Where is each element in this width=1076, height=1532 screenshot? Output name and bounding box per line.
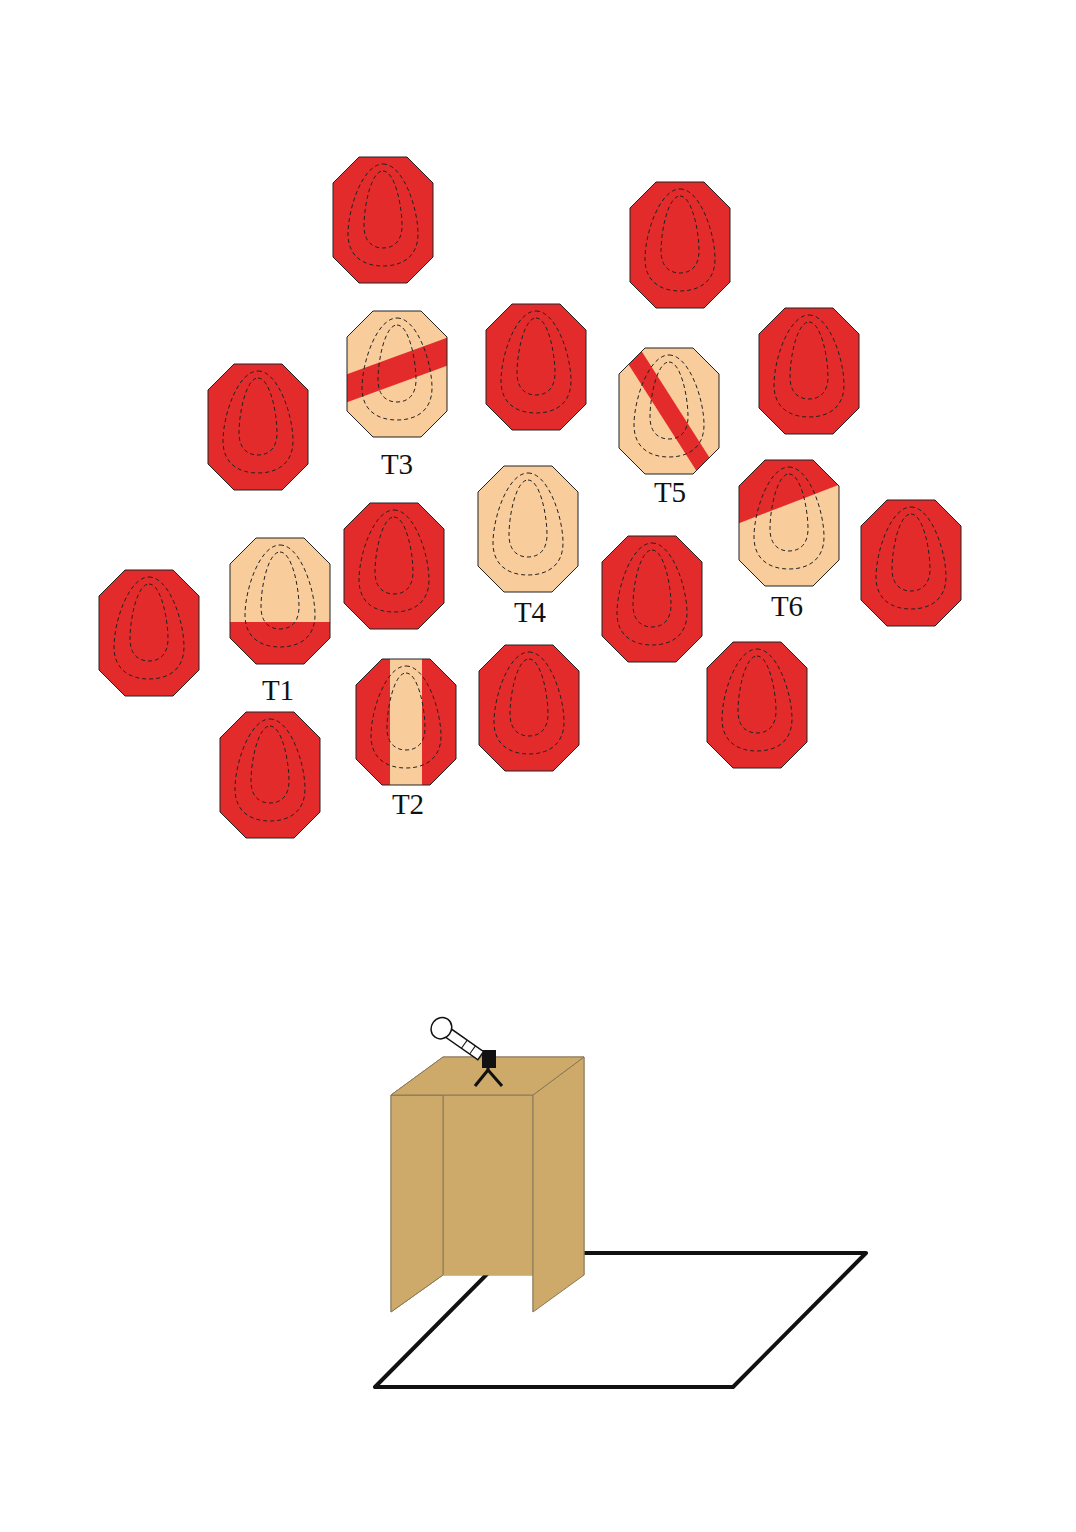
target-t5 [618, 336, 721, 486]
target-t3 [337, 311, 457, 437]
target-label: T4 [514, 598, 546, 627]
target-t1 [220, 538, 340, 672]
microphone [427, 1013, 502, 1086]
target-label: T2 [392, 790, 424, 819]
podium [391, 1057, 584, 1312]
red-targets [99, 157, 961, 838]
target-label: T1 [262, 676, 294, 705]
target-label: T3 [381, 450, 413, 479]
target-label: T5 [654, 478, 686, 507]
target-t4 [478, 466, 578, 592]
target-t2 [356, 652, 456, 792]
target-label: T6 [771, 592, 803, 621]
target-t6 [729, 453, 849, 586]
